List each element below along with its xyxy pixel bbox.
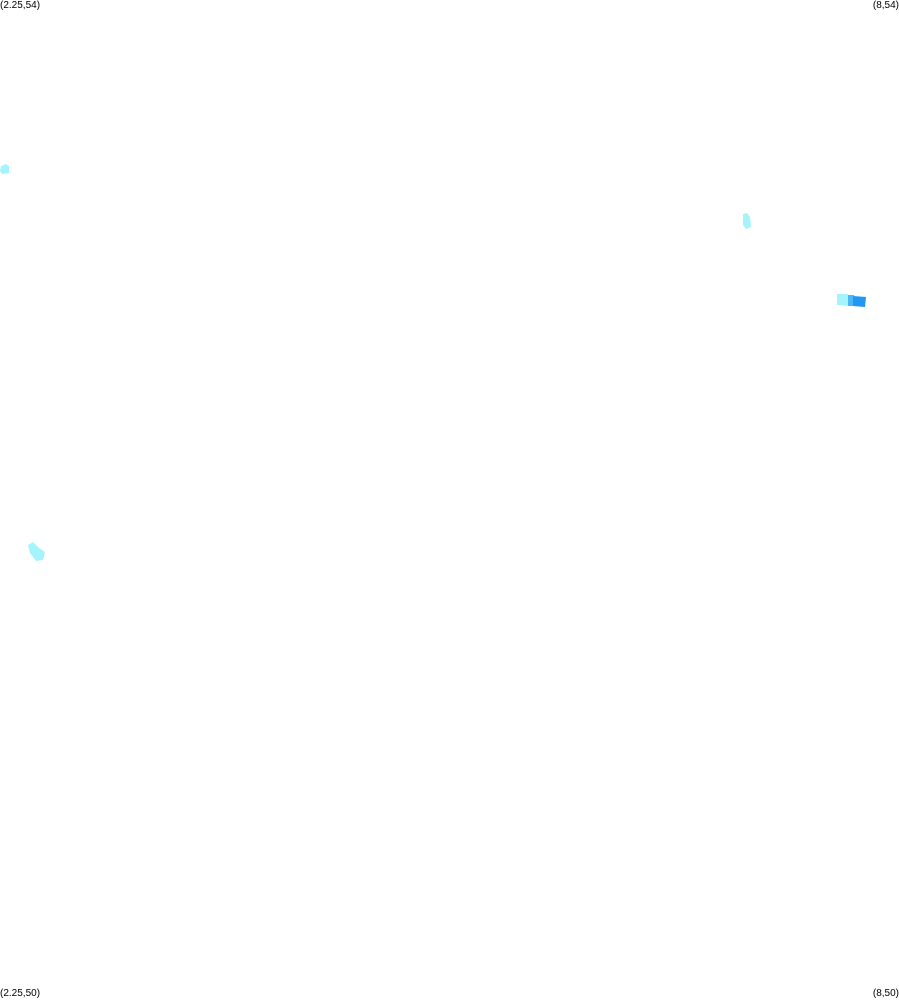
patch-southwest [28,542,45,561]
patch-east-light [837,294,849,306]
patch-northeast [743,213,751,229]
corner-label-bottom-left: (2.25,50) [0,988,41,999]
corner-label-top-left: (2.25,54) [0,0,41,11]
corner-label-bottom-right: (8,50) [872,988,899,999]
patch-east-dark [853,296,866,307]
patch-west-coast [0,164,9,174]
corner-label-top-right: (8,54) [872,0,899,11]
